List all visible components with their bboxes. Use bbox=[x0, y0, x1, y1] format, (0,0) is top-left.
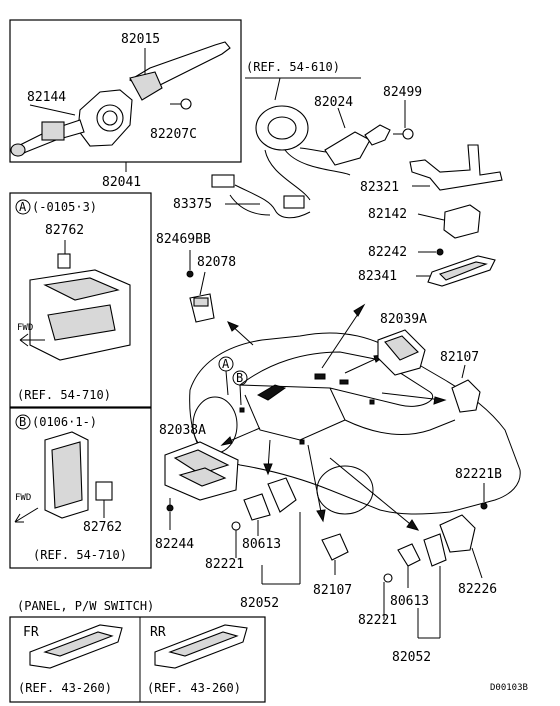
label-82107-right: 82107 bbox=[440, 350, 479, 365]
box-a-marker: A bbox=[19, 200, 27, 214]
connector-83375 bbox=[211, 174, 235, 188]
panel-frame bbox=[9, 616, 266, 703]
label-82221b: 82221B bbox=[455, 467, 502, 482]
switch-82052-right bbox=[423, 533, 447, 567]
car-roof bbox=[238, 351, 433, 407]
connector-83375-b bbox=[283, 195, 305, 209]
box-a-range: (-0105·3) bbox=[32, 200, 97, 214]
panel-pw-switch-group: (PANEL, P/W SWITCH) FR RR (REF. 43-260) … bbox=[9, 599, 266, 703]
screw-82221-right bbox=[383, 573, 393, 583]
label-82038a: 82038A bbox=[159, 423, 206, 438]
switch-82078-group: 82469BB 82078 bbox=[156, 232, 236, 323]
label-80613-right: 80613 bbox=[390, 594, 429, 609]
box-b-marker-circle bbox=[15, 414, 31, 430]
switch-82052-left bbox=[267, 477, 297, 513]
left-lower-parts: 82038A 82244 80613 82221 82052 82107 bbox=[155, 423, 352, 611]
box-b-part: 82762 bbox=[83, 520, 122, 535]
panel-fr-ref: (REF. 43-260) bbox=[18, 681, 112, 695]
box-b-group: B (0106·1-) 82762 FWD (REF. 54-710) bbox=[9, 407, 152, 569]
box-a-ref: (REF. 54-710) bbox=[17, 388, 111, 402]
label-82341: 82341 bbox=[358, 269, 397, 284]
label-82321: 82321 bbox=[360, 180, 399, 195]
label-82041: 82041 bbox=[102, 175, 141, 190]
label-82142: 82142 bbox=[368, 207, 407, 222]
right-side-parts: 82039A 82107 82221B 82226 80613 82221 82… bbox=[358, 312, 502, 665]
box-a-marker-circle bbox=[15, 199, 31, 215]
box-a-fwd-arrow bbox=[19, 333, 45, 347]
screw-82221b bbox=[480, 502, 488, 510]
escutcheon-80613-right bbox=[397, 543, 421, 567]
lever-knob bbox=[10, 143, 26, 157]
screw-82242 bbox=[436, 248, 444, 256]
module-82142 bbox=[443, 204, 481, 239]
box-a-group: A (-0105·3) 82762 FWD (REF. 54-710) bbox=[9, 192, 152, 408]
car-marker-a: A bbox=[222, 357, 230, 371]
lever-collar bbox=[41, 121, 65, 141]
box-a-frame bbox=[9, 192, 152, 408]
label-80613-left: 80613 bbox=[242, 537, 281, 552]
location-arrows bbox=[220, 303, 447, 531]
switch-82226 bbox=[439, 514, 476, 553]
harness-bracket bbox=[364, 124, 391, 146]
car-marker-b: B bbox=[236, 371, 243, 385]
clock-spring-center bbox=[267, 116, 297, 140]
box-b-fwd: FWD bbox=[15, 493, 31, 503]
label-82144: 82144 bbox=[27, 90, 66, 105]
combination-switch-group: 82015 82144 82207C 82041 bbox=[9, 19, 242, 190]
label-82499: 82499 bbox=[383, 85, 422, 100]
steering-wheel bbox=[256, 384, 287, 401]
label-82039a: 82039A bbox=[380, 312, 427, 327]
label-82015: 82015 bbox=[121, 32, 160, 47]
label-82024: 82024 bbox=[314, 95, 353, 110]
bolt-82499 bbox=[402, 128, 414, 140]
label-82107-bottom: 82107 bbox=[313, 583, 352, 598]
label-82226: 82226 bbox=[458, 582, 497, 597]
screw-82207c bbox=[180, 98, 192, 110]
box-a-part: 82762 bbox=[45, 223, 84, 238]
label-82244: 82244 bbox=[155, 537, 194, 552]
diagram-code: D00103B bbox=[490, 683, 528, 693]
relay-82762-a bbox=[57, 253, 71, 269]
car-outline bbox=[189, 332, 521, 515]
box-b-marker: B bbox=[19, 415, 26, 429]
label-82052-left: 82052 bbox=[240, 596, 279, 611]
label-83375: 83375 bbox=[173, 197, 212, 212]
label-82221-left: 82221 bbox=[205, 557, 244, 572]
label-82221-right: 82221 bbox=[358, 613, 397, 628]
box-a-fwd: FWD bbox=[17, 323, 33, 333]
lever-base bbox=[129, 71, 163, 101]
box-b-fwd-arrow bbox=[14, 507, 39, 523]
screw-82244 bbox=[166, 504, 174, 512]
harness-connector-82024 bbox=[324, 131, 371, 166]
clip-82107-right bbox=[451, 379, 481, 413]
car-window-line bbox=[329, 387, 456, 436]
upper-right-parts: 82499 82321 82142 82242 82341 bbox=[358, 85, 503, 287]
label-82052-right: 82052 bbox=[392, 650, 431, 665]
clip-82107-bottom bbox=[321, 533, 349, 561]
label-ref-54-610: (REF. 54-610) bbox=[246, 60, 340, 74]
label-82469bb: 82469BB bbox=[156, 232, 211, 247]
rear-wheel-arch bbox=[316, 465, 374, 515]
escutcheon-80613-left bbox=[243, 493, 271, 521]
label-82207c: 82207C bbox=[150, 127, 197, 142]
box-b-ref: (REF. 54-710) bbox=[33, 548, 127, 562]
bracket-82321 bbox=[409, 144, 503, 191]
relay-82762-b bbox=[95, 481, 113, 501]
label-82078: 82078 bbox=[197, 255, 236, 270]
box-b-frame bbox=[9, 407, 152, 569]
label-82242: 82242 bbox=[368, 245, 407, 260]
panel-title: (PANEL, P/W SWITCH) bbox=[17, 599, 154, 613]
screw-82221-left bbox=[231, 521, 241, 531]
console-mark bbox=[314, 373, 326, 380]
panel-rr-label: RR bbox=[150, 625, 166, 640]
panel-fr-label: FR bbox=[23, 625, 39, 640]
panel-rr-ref: (REF. 43-260) bbox=[147, 681, 241, 695]
clock-spring-group: (REF. 54-610) 82024 83375 bbox=[173, 60, 391, 219]
car-door-line bbox=[244, 394, 346, 441]
box-b-range: (0106·1-) bbox=[32, 415, 97, 429]
switch-hub bbox=[102, 110, 118, 126]
